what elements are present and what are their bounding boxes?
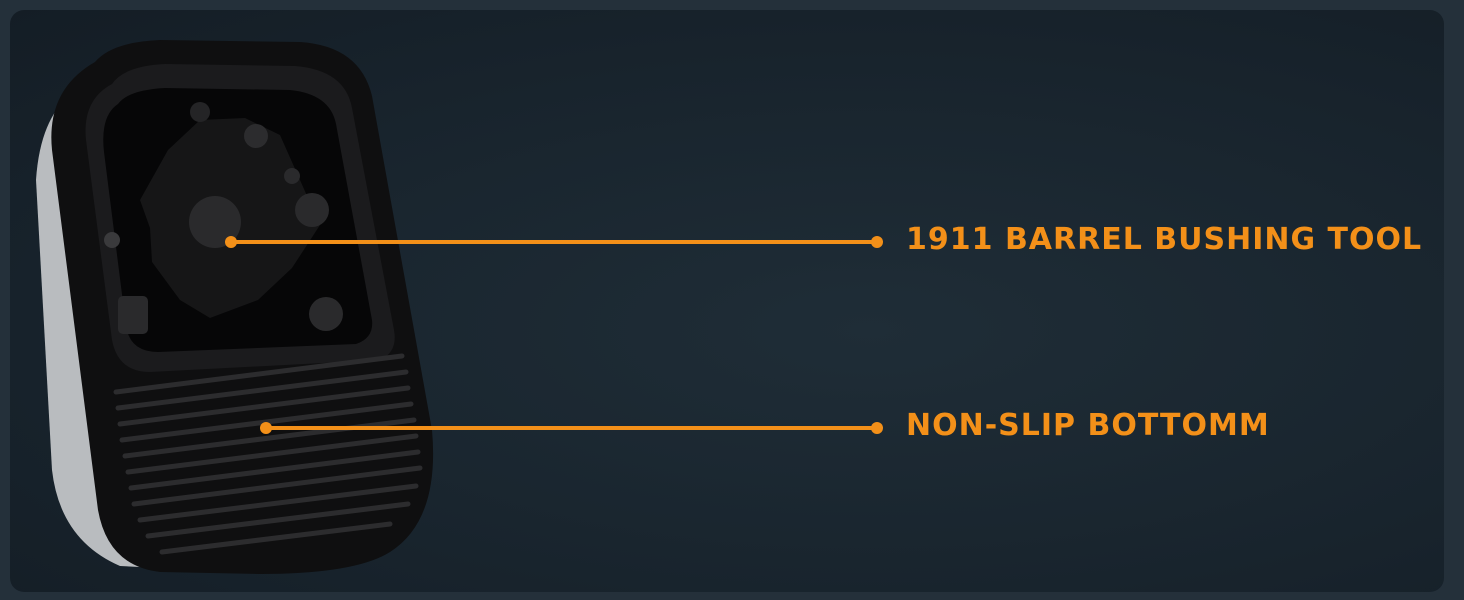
hole-upper-left — [190, 102, 210, 122]
callout-label-barrel-bushing-tool: 1911 BARREL BUSHING TOOL — [906, 222, 1423, 257]
callout-dot-end-barrel-bushing — [871, 236, 883, 248]
callout-label-non-slip-bottom: NON-SLIP BOTTOMM — [906, 408, 1270, 443]
callout-dot-start-barrel-bushing — [225, 236, 237, 248]
hole-left — [104, 232, 120, 248]
hole-upper-right — [244, 124, 268, 148]
hole-right — [295, 193, 329, 227]
hole-small-right — [284, 168, 300, 184]
callout-dot-start-non-slip-bottom — [260, 422, 272, 434]
slot-lower-left — [118, 296, 148, 334]
callout-dot-end-non-slip-bottom — [871, 422, 883, 434]
hole-lower-right — [309, 297, 343, 331]
center-hole — [189, 196, 241, 248]
